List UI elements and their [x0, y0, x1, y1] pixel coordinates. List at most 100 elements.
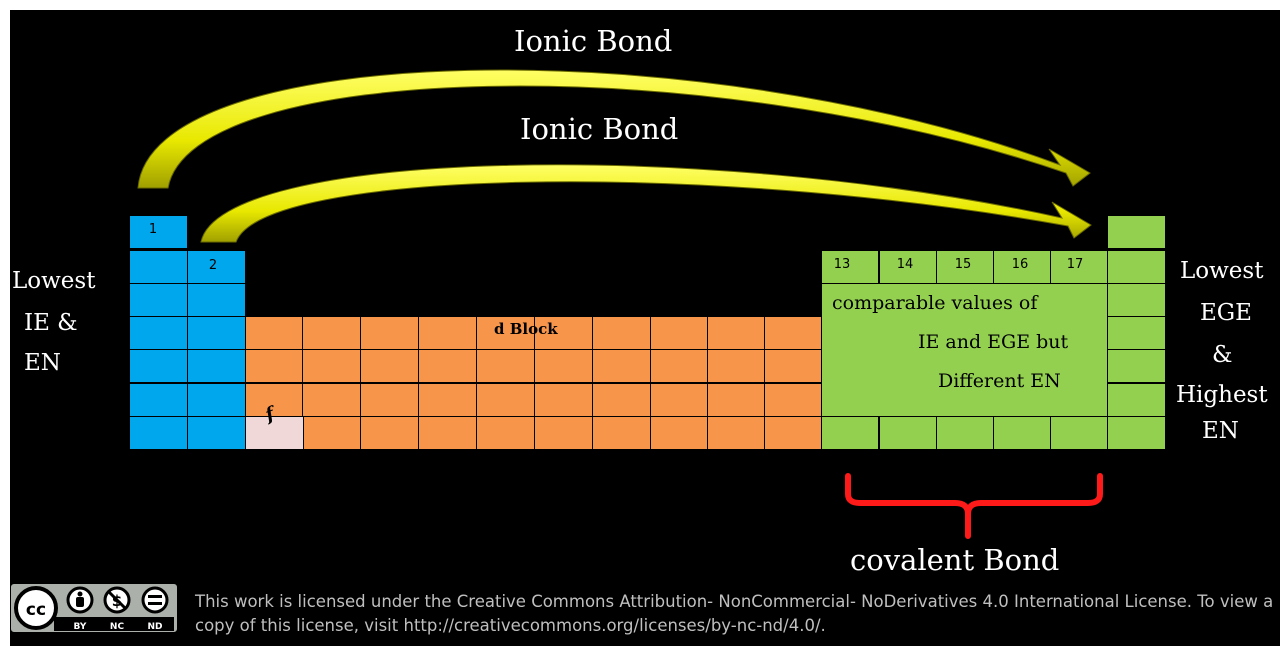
p-block-cell [821, 416, 879, 450]
p-block-header-cell [1050, 250, 1108, 284]
right-label-line-5: EN [1202, 418, 1239, 444]
noble-gas-cell [1107, 250, 1166, 284]
license-text: This work is licensed under the Creative… [195, 592, 1274, 635]
cc-license-badge: cc $ BY NC ND [10, 583, 179, 634]
s-block-cell [187, 316, 246, 350]
group-15-label: 15 [954, 257, 972, 272]
d-block-cell [707, 416, 766, 450]
covalent-bond-label: covalent Bond [850, 543, 1060, 577]
p-block-header-cell [879, 250, 937, 284]
d-block-cell [476, 349, 535, 383]
d-block-cell [302, 316, 361, 350]
p-block-cell [879, 416, 937, 450]
d-block-cell [592, 416, 651, 450]
d-block-cell [534, 349, 593, 383]
d-block-cell [707, 316, 766, 350]
s-block-cell [129, 316, 188, 350]
right-label-line-1: Lowest [1180, 258, 1264, 284]
group-1-label: 1 [148, 222, 158, 237]
d-block-cell [418, 383, 477, 417]
s-block-cell [187, 349, 246, 383]
d-block-cell [418, 416, 477, 450]
d-block-cell [418, 316, 477, 350]
d-block-cell [592, 383, 651, 417]
group-16-label: 16 [1011, 257, 1029, 272]
s-block-cell [187, 416, 246, 450]
d-block-cell [245, 316, 304, 350]
group-17-label: 17 [1066, 257, 1084, 272]
svg-text:cc: cc [26, 600, 46, 620]
d-block-cell [360, 416, 419, 450]
noble-gas-cell [1107, 283, 1166, 317]
d-block-cell [476, 316, 535, 350]
noble-gas-cell [1107, 215, 1166, 249]
d-block-cell [302, 349, 361, 383]
p-block-cell [1050, 416, 1108, 450]
s-block-cell [129, 416, 188, 450]
d-block-cell [245, 349, 304, 383]
noble-gas-cell [1107, 349, 1166, 383]
d-block-cell [245, 383, 304, 417]
d-block-cell [534, 416, 593, 450]
d-block-cell [764, 416, 823, 450]
p-block-text-line-1: comparable values of [832, 292, 1038, 314]
d-block-cell [592, 316, 651, 350]
right-label-line-3: & [1212, 342, 1233, 368]
nd-icon [141, 586, 169, 614]
noble-gas-cell [1107, 383, 1166, 417]
d-block-cell [764, 383, 823, 417]
left-label-line-2: IE & [24, 310, 78, 336]
d-block-label: d Block [494, 320, 558, 338]
right-label-line-4: Highest [1176, 382, 1268, 408]
cc-icon [14, 586, 58, 630]
d-block-cell [302, 416, 361, 450]
d-block-cell [302, 383, 361, 417]
badge-nd-text: ND [147, 622, 162, 632]
ionic-bond-title-top: Ionic Bond [514, 24, 673, 58]
badge-nc-text: NC [110, 622, 125, 632]
d-block-cell [360, 316, 419, 350]
ionic-bond-title-mid: Ionic Bond [520, 112, 679, 146]
ionic-arrow-outer [137, 69, 1091, 189]
p-block-cell [936, 416, 994, 450]
d-block-cell [476, 383, 535, 417]
d-block-cell [764, 349, 823, 383]
d-block-cell [650, 383, 709, 417]
p-block-text-line-3: Different EN [938, 370, 1061, 392]
s-block-cell [187, 250, 246, 284]
s-block-cell [129, 349, 188, 383]
left-label-line-1: Lowest [12, 268, 96, 294]
p-block-cell [993, 416, 1051, 450]
p-block-text-line-2: IE and EGE but [918, 331, 1069, 353]
d-block-cell [764, 316, 823, 350]
s-block-cell [129, 383, 188, 417]
left-label-line-3: EN [24, 350, 61, 376]
group-13-label: 13 [833, 257, 851, 272]
d-block-cell [360, 349, 419, 383]
d-block-cell [418, 349, 477, 383]
d-block-cell [650, 416, 709, 450]
d-block-cell [592, 349, 651, 383]
d-block-cell [650, 316, 709, 350]
s-block-cell [129, 250, 188, 284]
ionic-arrow-inner [200, 164, 1092, 243]
badge-by-text: BY [74, 622, 87, 632]
covalent-bracket [845, 473, 1103, 539]
d-block-cell [707, 349, 766, 383]
f-block-cell [245, 416, 304, 450]
s-block-cell [129, 215, 188, 249]
noble-gas-cell [1107, 316, 1166, 350]
s-block-cell [187, 383, 246, 417]
d-block-cell [476, 416, 535, 450]
d-block-cell [360, 383, 419, 417]
s-block-cell [187, 283, 246, 317]
group-2-label: 2 [208, 258, 218, 273]
noble-gas-cell [1107, 416, 1166, 450]
d-block-cell [534, 383, 593, 417]
right-label-line-2: EGE [1200, 300, 1252, 326]
p-block-merged-area [821, 283, 1108, 417]
group-14-label: 14 [896, 257, 914, 272]
p-block-header-cell [936, 250, 994, 284]
